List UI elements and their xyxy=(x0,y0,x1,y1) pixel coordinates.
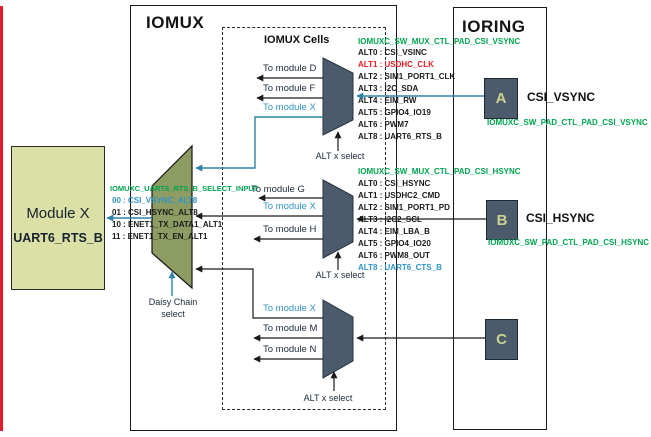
pad-b-box: B xyxy=(486,200,518,240)
mux1-alt-row: ALT8 : UART6_RTS_B xyxy=(358,132,442,141)
pad-a-box: A xyxy=(484,78,518,119)
mux2-alt-row: ALT3 : I2C2_SCL xyxy=(358,215,422,224)
mux2-alt-row: ALT2 : SIM1_PORT1_PD xyxy=(358,203,450,212)
mux1-alt-row: ALT1 : USDHC_CLK xyxy=(358,60,434,69)
mux2-alt-row: ALT6 : PWM8_OUT xyxy=(358,251,430,260)
daisy-option-row: 11 : ENET1_TX_EN_ALT1 xyxy=(112,232,208,241)
daisy-register-label: IOMUXC_UART6_RTS_B_SELECT_INPUT xyxy=(110,184,259,193)
mux1-alt-row: ALT3 : I2C_SDA xyxy=(358,84,419,93)
mux1-alt-select-label: ALT x select xyxy=(315,151,365,161)
pad-a-name: CSI_VSYNC xyxy=(527,90,596,104)
mux1-alt-row: ALT5 : GPIO4_IO19 xyxy=(358,108,431,117)
to-module-d-label: To module D xyxy=(263,63,317,74)
to-module-x-label-3: To module X xyxy=(263,303,316,314)
pad-a-letter: A xyxy=(495,90,507,107)
mux1-register-label: IOMUXC_SW_MUX_CTL_PAD_CSI_VSYNC xyxy=(358,37,521,46)
mux2-alt-row: ALT8 : UART6_CTS_B xyxy=(358,263,442,272)
module-x-name: Module X xyxy=(26,205,90,222)
pad-b-ctl-register: IOMUXC_SW_PAD_CTL_PAD_CSI_HSYNC xyxy=(488,238,650,247)
daisy-chain-select-label-line1: Daisy Chain xyxy=(148,297,198,307)
mux1-alt-row: ALT2 : SIM1_PORT1_CLK xyxy=(358,72,456,81)
to-module-h-label: To module H xyxy=(263,224,317,235)
module-x-box: Module X UART6_RTS_B xyxy=(11,146,105,290)
daisy-option-row: 01 : CSI_HSYNC_ALT8 xyxy=(112,208,198,217)
module-x-signal: UART6_RTS_B xyxy=(13,231,103,245)
mux2-alt-row: ALT1 : USDHC2_CMD xyxy=(358,191,441,200)
change-bar xyxy=(0,6,3,431)
mux2-alt-row: ALT5 : GPIO4_IO20 xyxy=(358,239,431,248)
iomux-title: IOMUX xyxy=(146,13,205,32)
pad-b-name: CSI_HSYNC xyxy=(526,211,595,225)
mux2-register-label: IOMUXC_SW_MUX_CTL_PAD_CSI_HSYNC xyxy=(358,167,521,176)
to-module-f-label: To module F xyxy=(263,83,316,94)
to-module-x-label-1: To module X xyxy=(263,102,316,113)
mux2-alt-row: ALT0 : CSI_HSYNC xyxy=(358,179,431,188)
iomux-cells-title: IOMUX Cells xyxy=(264,34,330,46)
mux1-alt-row: ALT0 : CSI_VSINC xyxy=(358,48,427,57)
mux1-alt-row: ALT4 : EIM_RW xyxy=(358,96,417,105)
to-module-g-label: To module G xyxy=(251,184,305,195)
mux3-alt-select-label: ALT x select xyxy=(303,393,353,403)
mux2-alt-row: ALT4 : EIM_LBA_B xyxy=(358,227,430,236)
mux1-alt-row: ALT6 : PWM7 xyxy=(358,120,409,129)
daisy-option-row: 10 : ENET1_TX_DATA1_ALT1 xyxy=(112,220,223,229)
to-module-n-label: To module N xyxy=(263,344,317,355)
mux2-alt-select-label: ALT x select xyxy=(315,270,365,280)
ioring-title: IORING xyxy=(462,17,526,36)
daisy-chain-select-label-line2: select xyxy=(161,309,185,319)
pad-c-box: C xyxy=(485,319,518,360)
pad-c-letter: C xyxy=(496,331,507,348)
to-module-m-label: To module M xyxy=(263,323,318,334)
pad-a-ctl-register: IOMUXC_SW_PAD_CTL_PAD_CSI_VSYNC xyxy=(487,118,648,127)
daisy-option-row: 00 : CSI_VSYNC_ALT8 xyxy=(112,196,198,205)
pad-b-letter: B xyxy=(496,211,508,229)
to-module-x-label-2: To module X xyxy=(263,201,316,212)
